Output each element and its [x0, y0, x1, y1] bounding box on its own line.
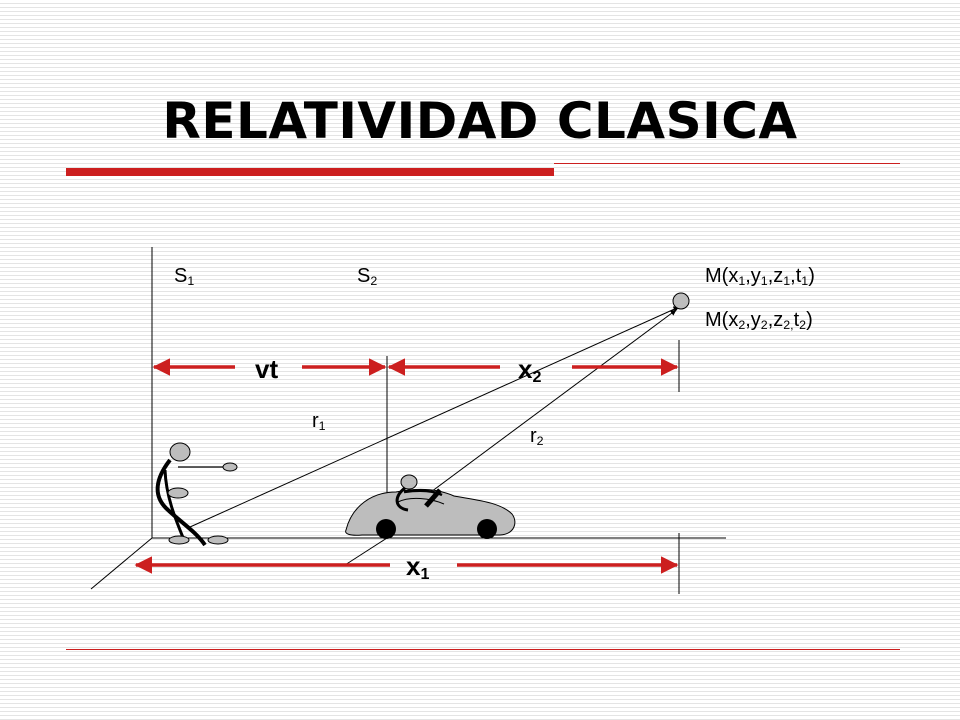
r1-vector — [189, 306, 680, 528]
observer-foot-right — [207, 535, 229, 545]
title-underline-thick — [66, 168, 554, 176]
depth-axis — [90, 537, 153, 590]
observer-elbow — [167, 487, 189, 499]
car-rear-wheel — [477, 519, 497, 539]
observer-hand — [222, 462, 238, 472]
x2-label: x2 — [518, 354, 542, 387]
title-underline-thin — [554, 163, 900, 164]
footer-rule — [66, 649, 900, 650]
observer-foot-left — [168, 535, 190, 545]
point-m-coords-s2: M(x2,y2,z2,t2) — [705, 309, 813, 333]
driver-body — [395, 486, 409, 512]
point-m — [672, 292, 690, 310]
point-m-coords-s1: M(x1,y1,z1,t1) — [705, 265, 815, 289]
steering-wheel — [424, 488, 442, 508]
observer-head — [169, 442, 191, 462]
r2-label: r2 — [530, 425, 544, 449]
slide-title: RELATIVIDAD CLASICA — [162, 92, 798, 150]
r2-vector — [407, 309, 677, 510]
car-front-wheel — [376, 519, 396, 539]
frame-s2-label: S2 — [357, 265, 378, 289]
x1-label: x1 — [406, 551, 430, 584]
car-window — [397, 497, 445, 505]
observer-body — [155, 458, 207, 547]
moving-car — [345, 474, 516, 539]
frame-s1-label: S1 — [174, 265, 195, 289]
observer-figure — [155, 442, 238, 547]
r1-label: r1 — [312, 410, 326, 434]
driver-head — [400, 474, 418, 490]
s2-depth-axis — [344, 537, 388, 566]
vt-label: vt — [255, 354, 279, 384]
observer-leg — [163, 469, 186, 541]
